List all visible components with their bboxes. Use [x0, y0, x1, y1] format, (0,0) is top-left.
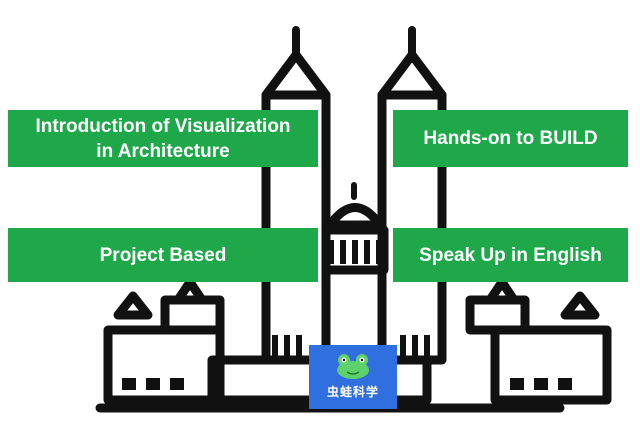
- card-title: Speak Up in English: [419, 244, 602, 266]
- brand-logo: 虫蛙科学: [309, 345, 397, 409]
- card-title: Hands-on to BUILD: [423, 128, 598, 149]
- frog-icon: [337, 354, 369, 379]
- feature-card-visualization: Introduction of Visualization in Archite…: [8, 110, 318, 167]
- right-wing: [490, 325, 612, 405]
- feature-card-speak-english: Speak Up in English: [393, 228, 628, 282]
- card-title: Project Based: [99, 244, 227, 266]
- brand-name: 虫蛙科学: [326, 385, 379, 399]
- feature-card-project-based: Project Based: [8, 228, 318, 282]
- card-title-line1: Introduction of Visualization: [35, 115, 291, 137]
- central-dome: [325, 203, 385, 230]
- card-title-line2: in Architecture: [96, 140, 230, 162]
- feature-card-hands-on: Hands-on to BUILD: [393, 110, 628, 167]
